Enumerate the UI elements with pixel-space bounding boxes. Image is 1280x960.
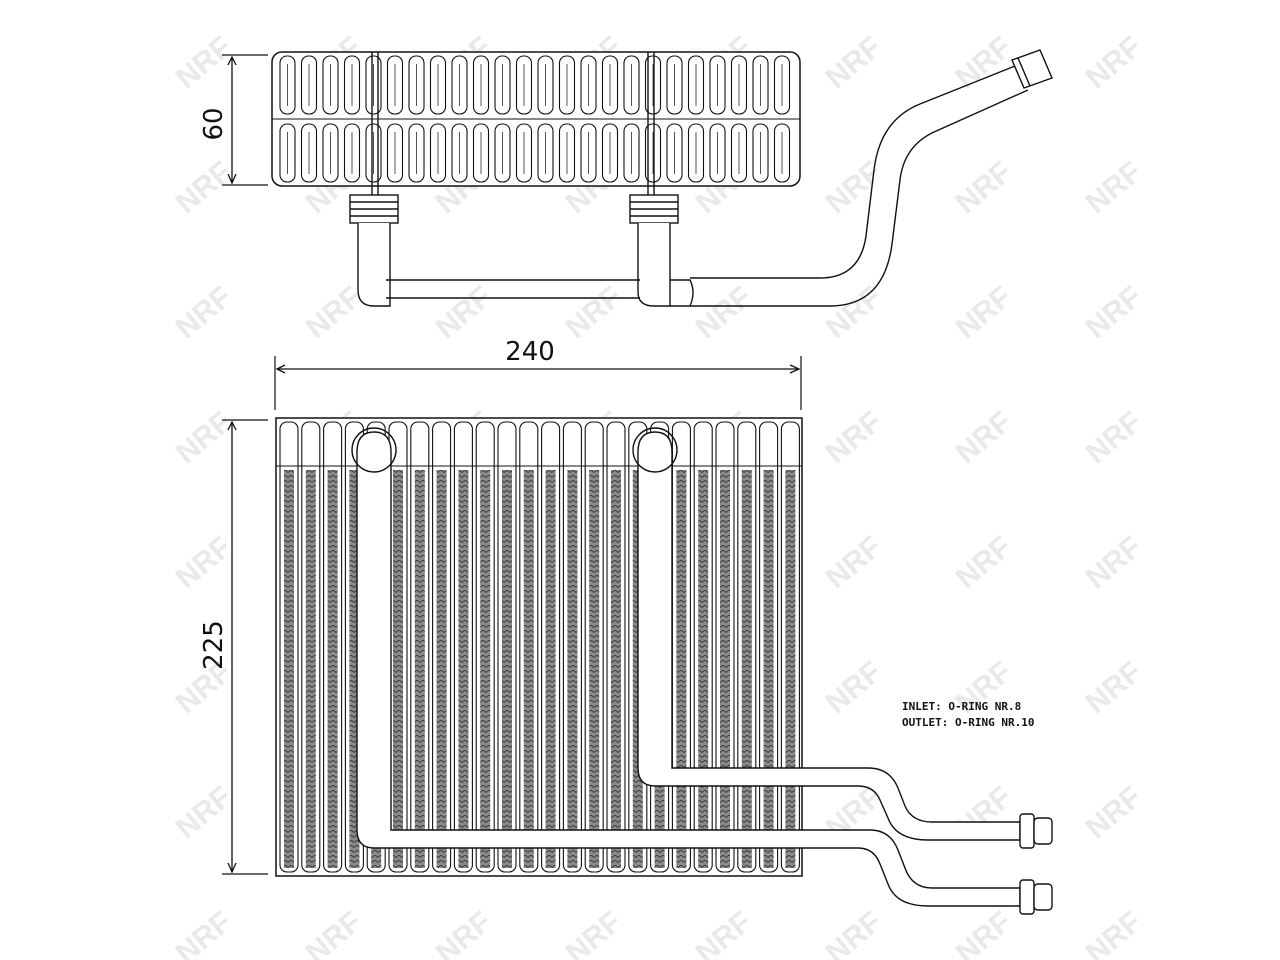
watermark-logo: NRF: [560, 280, 628, 345]
fin-corrugation: [458, 470, 469, 868]
pipe-assembly-front: [351, 427, 1053, 915]
front-view: 240 225: [199, 337, 1053, 915]
watermark-logo: NRF: [1080, 280, 1148, 345]
fin-corrugation: [393, 470, 403, 868]
fin-corrugation: [545, 470, 556, 868]
watermark-logo: NRF: [170, 530, 238, 595]
pipe-assembly-top: [349, 49, 1053, 307]
inlet-fitting: [1019, 813, 1053, 849]
watermark-logo: NRF: [1080, 30, 1148, 95]
watermark-logo: NRF: [820, 905, 888, 960]
watermark-logo: NRF: [1080, 405, 1148, 470]
watermark-logo: NRF: [820, 30, 888, 95]
dimension-label-225: 225: [199, 620, 229, 670]
evaporator-core-top: [271, 51, 801, 187]
watermark-logo: NRF: [170, 405, 238, 470]
watermark-logo: NRF: [170, 155, 238, 220]
fin-corrugation: [436, 470, 447, 868]
dimension-height-front: 225: [199, 419, 268, 875]
evaporator-core-front: [275, 417, 803, 877]
watermark-logo: NRF: [170, 280, 238, 345]
watermark-logo: NRF: [690, 280, 758, 345]
inlet-note: INLET: O-RING NR.8: [902, 700, 1021, 713]
watermark-logo: NRF: [170, 905, 238, 960]
watermark-logo: NRF: [170, 30, 238, 95]
dimension-width: 240: [274, 337, 802, 410]
fin-corrugation: [327, 470, 338, 868]
fin-corrugation: [349, 470, 360, 868]
dimension-label-240: 240: [505, 337, 555, 367]
oring-notes: INLET: O-RING NR.8 OUTLET: O-RING NR.10: [902, 700, 1034, 729]
fin-corrugation: [611, 470, 621, 868]
watermark-logo: NRF: [560, 905, 628, 960]
watermark-logo: NRF: [170, 780, 238, 845]
fin-corrugation: [502, 470, 512, 868]
outlet-fitting: [1019, 879, 1053, 915]
watermark-logo: NRF: [950, 405, 1018, 470]
watermark-logo: NRF: [950, 905, 1018, 960]
watermark-logo: NRF: [950, 30, 1018, 95]
fin-corrugation: [480, 470, 491, 868]
fin-corrugation: [305, 470, 316, 868]
watermark-logo: NRF: [300, 905, 368, 960]
fin-corrugation: [698, 470, 709, 868]
watermark-logo: NRF: [1080, 905, 1148, 960]
fin-corrugation: [414, 470, 425, 868]
fin-corrugation: [763, 470, 774, 868]
watermark-logo: NRF: [1080, 530, 1148, 595]
fin-corrugation: [741, 470, 752, 868]
watermark-logo: NRF: [820, 405, 888, 470]
watermark-logo: NRF: [820, 280, 888, 345]
fin-corrugation: [523, 470, 534, 868]
fin-corrugation: [589, 470, 600, 868]
watermark-logo: NRF: [950, 280, 1018, 345]
watermark-logo: NRF: [1080, 655, 1148, 720]
watermark-logo: NRF: [950, 530, 1018, 595]
watermark-logo: NRF: [430, 905, 498, 960]
watermark-logo: NRF: [820, 530, 888, 595]
watermark-logo: NRF: [820, 155, 888, 220]
watermark-logo: NRF: [820, 655, 888, 720]
watermark-logo: NRF: [950, 155, 1018, 220]
watermark-logo: NRF: [430, 280, 498, 345]
fin-corrugation: [676, 470, 687, 868]
watermark-logo: NRF: [1080, 780, 1148, 845]
fin-corrugation: [785, 470, 796, 868]
fin-corrugation: [284, 470, 294, 868]
watermark-logo: NRF: [1080, 155, 1148, 220]
fin-corrugation: [720, 470, 730, 868]
watermark-logo: NRF: [690, 905, 758, 960]
top-view: 60: [199, 49, 1053, 307]
dimension-height-top: 60: [199, 54, 268, 186]
outlet-note: OUTLET: O-RING NR.10: [902, 716, 1034, 729]
fin-corrugation: [567, 470, 578, 868]
dimension-label-60: 60: [199, 107, 229, 140]
